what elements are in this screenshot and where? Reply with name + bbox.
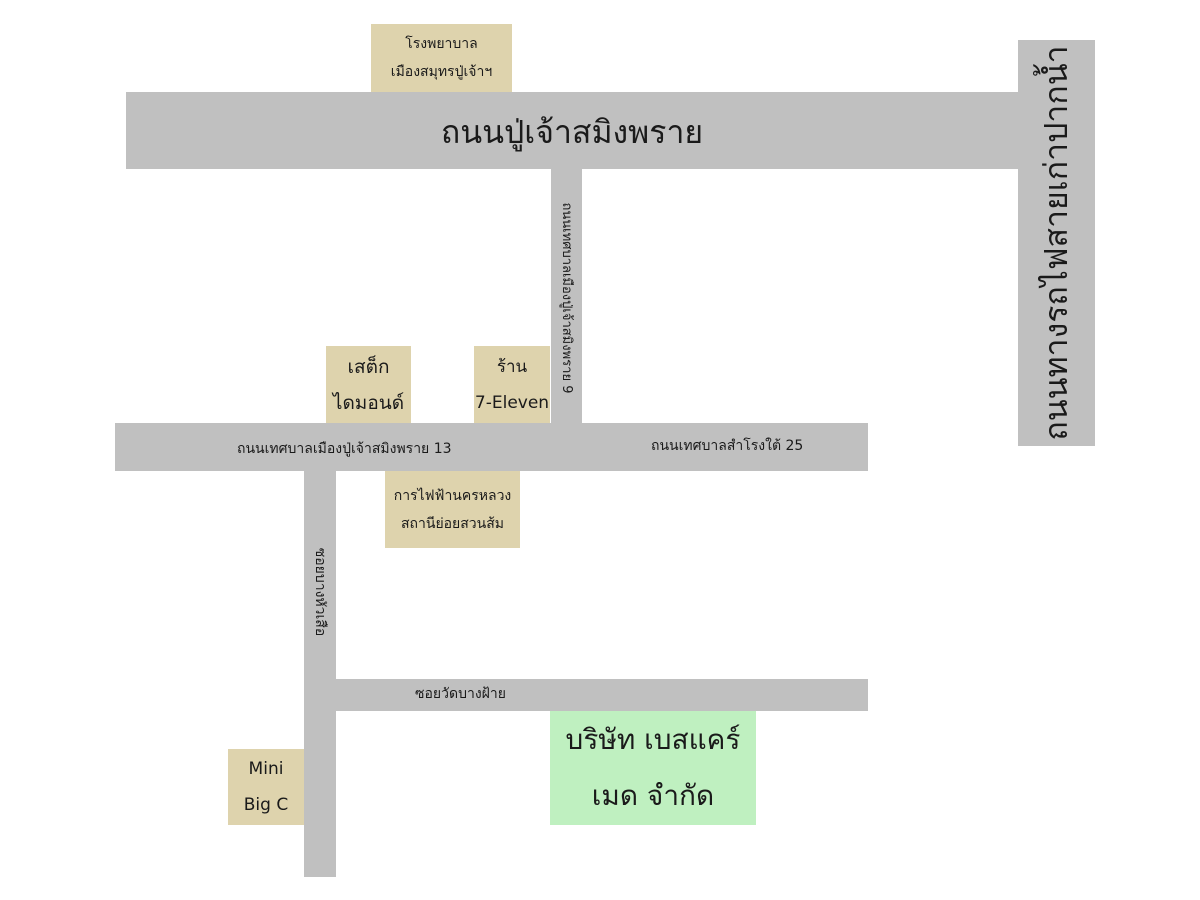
main-road <box>126 92 1018 169</box>
destination-label-line1: บริษัท เบสแคร์ <box>565 723 741 756</box>
soi-13-road-label: ถนนเทศบาลเมืองปู่เจ้าสมิงพราย 13 <box>237 441 452 457</box>
stick-diamond-label-line1: เสต็ก <box>347 355 390 378</box>
samrong-25-road-label: ถนนเทศบาลสำโรงใต้ 25 <box>651 438 804 454</box>
soi-13-road <box>115 423 868 471</box>
main-road-label: ถนนปู่เจ้าสมิงพราย <box>440 113 704 151</box>
railway-road <box>1018 40 1095 446</box>
destination-label-line2: เมด จำกัด <box>591 779 715 812</box>
seven-eleven-landmark: ร้าน 7-Eleven <box>474 346 550 423</box>
pea-label-line2: สถานีย่อยสวนส้ม <box>400 515 505 532</box>
big-c-label-line2: Big C <box>243 795 289 815</box>
soi-bang-hua-suea-label: ซอยบางหัวเสือ <box>312 547 328 637</box>
hospital-label-line2: เมืองสมุทรปู่เจ้าฯ <box>390 64 493 80</box>
seven-eleven-label-line1: ร้าน <box>496 356 528 377</box>
big-c-label-line1: Mini <box>248 759 284 779</box>
railway-road-label: ถนนทางรถไฟสายเก่าปากน้ำ <box>1037 45 1075 441</box>
pea-label-line1: การไฟฟ้านครหลวง <box>393 487 512 504</box>
stick-diamond-label-line2: ไดมอนด์ <box>332 391 405 414</box>
soi-wat-bang-fai-road <box>336 679 868 711</box>
soi-9-road-label: ถนนเทศบาลเมืองปู่เจ้าสมิงพราย 9 <box>559 202 574 394</box>
hospital-landmark: โรงพยาบาล เมืองสมุทรปู่เจ้าฯ <box>371 24 512 92</box>
soi-wat-bang-fai-label: ซอยวัดบางฝ้าย <box>415 686 506 702</box>
soi-bang-hua-suea-road <box>304 471 336 877</box>
destination-company: บริษัท เบสแคร์ เมด จำกัด <box>550 711 756 825</box>
pea-landmark: การไฟฟ้านครหลวง สถานีย่อยสวนส้ม <box>385 471 520 548</box>
soi-9-road <box>551 169 582 423</box>
big-c-landmark: Mini Big C <box>228 749 304 825</box>
seven-eleven-label-line2: 7-Eleven <box>474 392 550 413</box>
stick-diamond-landmark: เสต็ก ไดมอนด์ <box>326 346 411 423</box>
hospital-label-line1: โรงพยาบาล <box>405 36 478 52</box>
